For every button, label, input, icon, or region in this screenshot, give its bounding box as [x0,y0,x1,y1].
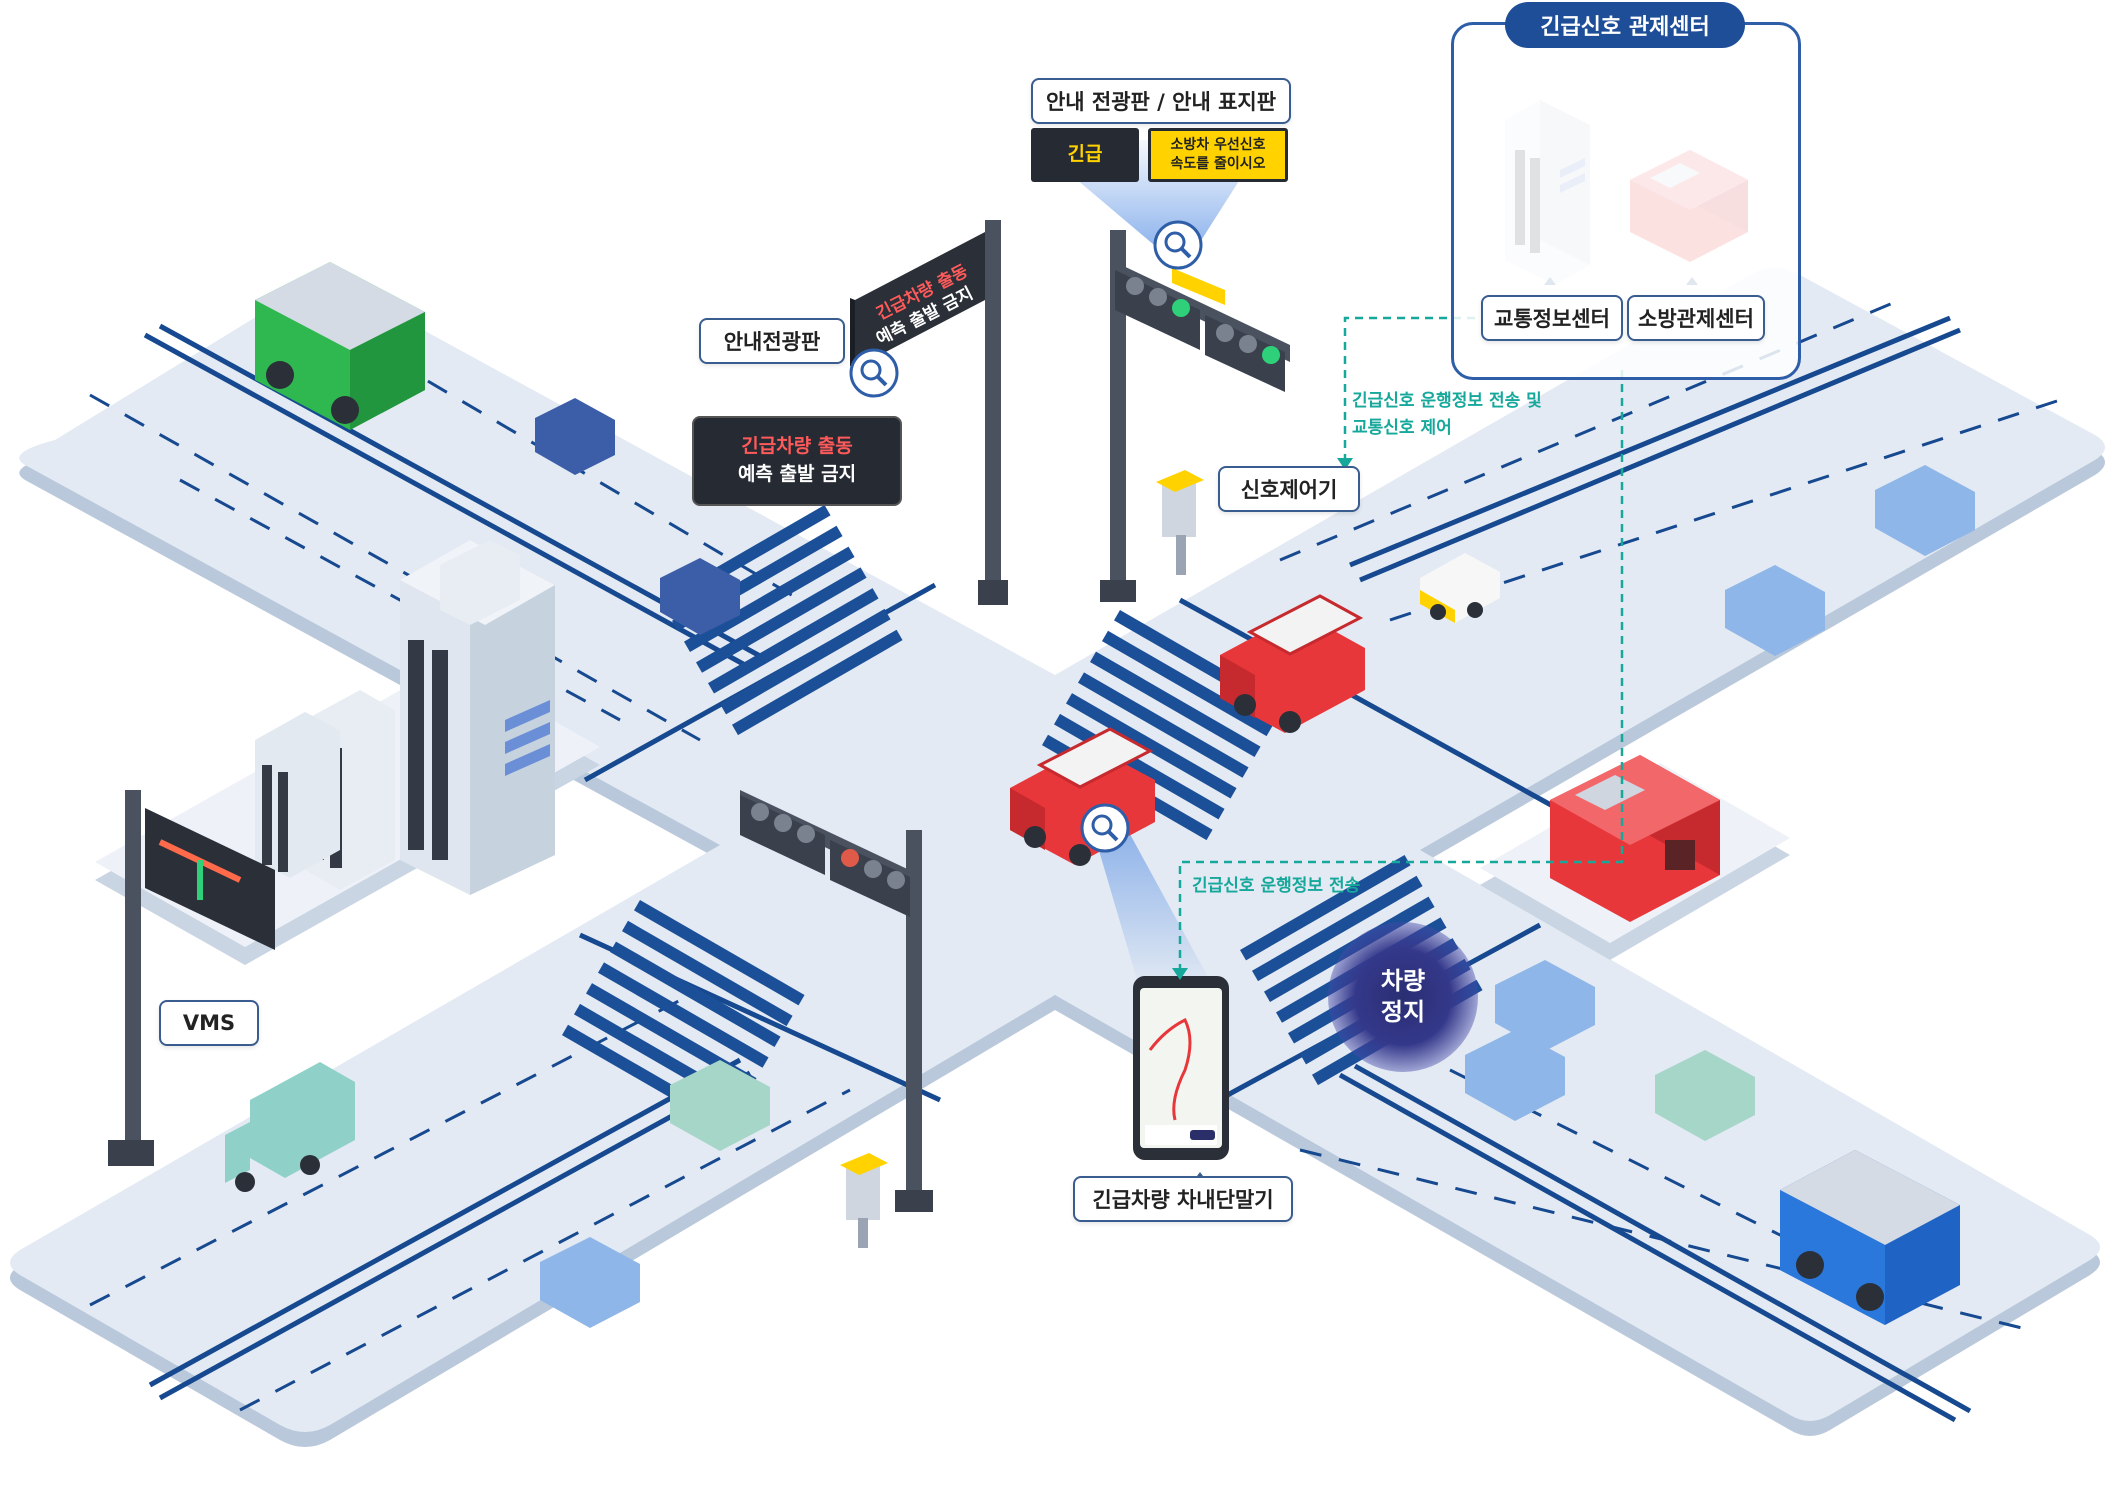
vms-sign-line2: 예측 출발 금지 [737,463,857,485]
stop-badge-line2: 정지 [1380,998,1426,1026]
guide-display-label: 안내전광판 [699,318,845,364]
vehicle-stop-badge: 차량 정지 [1328,922,1478,1072]
magnifier-icon [849,348,899,398]
fire-station-icon [1550,755,1720,922]
traffic-light-icon [740,790,933,1212]
transmit-control-line2: 교통신호 제어 [1352,418,1452,439]
office-buildings [255,540,555,895]
car-icon [540,465,1975,1328]
yellow-sign-line2: 속도를 줄이시오 [1170,156,1266,172]
guide-display-title-label: 안내 전광판 / 안내 표지판 [1031,78,1291,124]
car-icon [535,398,740,635]
magnifier-icon [1153,220,1203,270]
terminal-highlight-beam [1090,820,1215,990]
control-center-title: 긴급신호 관제센터 [1505,2,1745,48]
guide-display-gantry: 긴급차량 출동 예측 출발 금지 [850,220,1008,605]
ambulance-icon [1420,553,1500,623]
bus-icon [1780,1150,1960,1325]
smartphone-icon [1133,976,1229,1160]
vehicle-terminal-label: 긴급차량 차내단말기 [1073,1176,1293,1222]
signal-controller-icon [1156,470,1204,575]
vms-message-sign: 긴급차량 출동 예측 출발 금지 [692,416,902,506]
arrow-heads [1172,458,1353,980]
stop-badge-line1: 차량 [1380,966,1426,995]
emergency-sign-text: 긴급 [1067,143,1103,166]
yellow-sign-line1: 소방차 우선신호 [1170,137,1266,154]
transmit-control-line1: 긴급신호 운행정보 전송 및 [1352,391,1542,411]
bus-icon [255,262,425,430]
yellow-warning-sign: 소방차 우선신호 속도를 줄이시오 [1148,128,1288,182]
traffic-info-center-label: 교통정보센터 [1481,295,1623,341]
transmit-control-annotation: 긴급신호 운행정보 전송 및 교통신호 제어 [1352,388,1542,442]
traffic-light-icon [1100,230,1290,602]
vms-label: VMS [159,1000,259,1046]
data-link-lines [1178,316,1624,970]
truck-icon [225,1062,355,1192]
fire-control-center-label: 소방관제센터 [1627,295,1765,341]
vms-pole [108,790,275,1166]
emergency-sign: 긴급 [1031,128,1139,182]
transmit-only-annotation: 긴급신호 운행정보 전송 [1192,876,1361,896]
magnifier-icon [1080,803,1130,853]
fire-truck-icon [1220,594,1365,733]
car-icon [670,1050,1755,1151]
signal-controller-label: 신호제어기 [1218,466,1360,512]
signal-controller-icon [840,1153,888,1248]
vms-sign-line1: 긴급차량 출동 [741,435,853,458]
